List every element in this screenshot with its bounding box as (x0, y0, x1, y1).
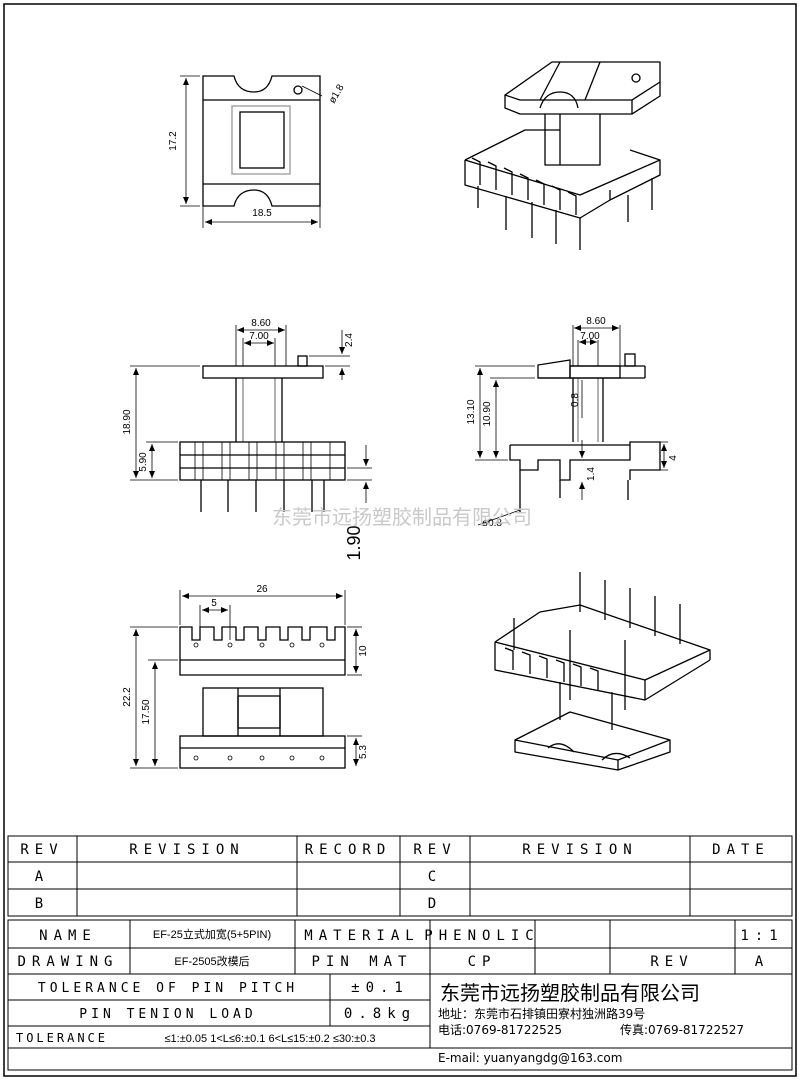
material-label: MATERIAL (304, 928, 419, 944)
bottom-view (130, 590, 362, 769)
dim-front-base: 5.90 (138, 452, 149, 472)
material-value: PHENOLIC (424, 928, 539, 944)
rev-label: REV (650, 954, 693, 970)
dim-bottom-total: 22.2 (122, 687, 133, 707)
revision-table (7, 835, 793, 917)
dim-side-pin-dia: ø0.8 (482, 518, 502, 529)
dim-front-pin: 1.90 (344, 525, 364, 560)
rev-row-c: C (428, 869, 442, 885)
rev-row-d: D (428, 896, 442, 912)
rev-header-right: REV (413, 842, 456, 858)
dim-bottom-top-h: 10 (358, 645, 369, 657)
dim-front-inner: 7.00 (249, 331, 269, 342)
date-header-right: DATE (712, 842, 770, 858)
pin-tenion-value: 0.8kg (344, 1006, 416, 1022)
company-address: 地址：东莞市石排镇田寮村独洲路39号 (438, 1006, 645, 1021)
name-label: NAME (39, 928, 97, 944)
pin-tenion-label: PIN TENION LOAD (79, 1007, 256, 1022)
revision-header-right: REVISION (522, 842, 637, 858)
dim-bottom-base: 5.3 (358, 745, 369, 759)
dim-bottom-pitch: 5 (211, 598, 217, 609)
watermark: 东莞市远扬塑胶制品有限公司 (272, 505, 532, 529)
rev-value: A (755, 954, 769, 970)
isometric-view-lower (494, 572, 711, 771)
company-name: 东莞市远扬塑胶制品有限公司 (440, 981, 700, 1005)
dim-front-outer: 8.60 (251, 318, 271, 329)
dim-top-width: 18.5 (252, 208, 272, 219)
rev-row-a: A (35, 869, 49, 885)
front-view (130, 325, 372, 512)
dim-side-base: 4 (668, 455, 679, 461)
dim-side-inner: 7.00 (580, 331, 600, 342)
pin-mat-label: PIN MAT (311, 954, 412, 970)
drawing-value: EF-2505改模后 (174, 954, 249, 968)
isometric-view-upper (464, 61, 661, 250)
dim-bottom-mid: 17.50 (141, 699, 152, 724)
title-block (7, 919, 793, 1071)
rev-row-b: B (35, 896, 49, 912)
tolerance-label: TOLERANCE (16, 1031, 108, 1045)
dim-side-outer: 8.60 (586, 316, 606, 327)
scale-value: 1:1 (740, 928, 783, 944)
dim-bottom-width: 26 (256, 584, 268, 595)
top-view (180, 75, 323, 228)
dim-side-total: 13.10 (466, 399, 477, 424)
drawing-label: DRAWING (17, 954, 118, 970)
tolerance-values: ≤1:±0.05 1<L≤6:±0.1 6<L≤15:±0.2 ≤30:±0.3 (165, 1033, 376, 1045)
tolerance-pin-label: TOLERANCE OF PIN PITCH (38, 981, 298, 996)
company-phone: 电话:0769-81722525 (438, 1023, 562, 1037)
record-header-left: RECORD (305, 842, 392, 858)
dim-side-pin-step: 1.4 (586, 467, 597, 481)
revision-header-left: REVISION (129, 842, 244, 858)
dim-front-flange: 2.4 (344, 333, 355, 347)
sheet-border (3, 3, 797, 1077)
dim-front-height: 18.90 (122, 409, 133, 434)
dim-side-body: 10.90 (482, 401, 493, 426)
name-value: EF-25立式加宽(5+5PIN) (153, 927, 271, 941)
pin-mat-value: CP (468, 954, 497, 970)
company-email: E-mail: yuanyangdg@163.com (438, 1051, 622, 1065)
dim-top-height: 17.2 (168, 131, 179, 151)
tolerance-pin-value: ±0.1 (351, 980, 409, 996)
rev-header-left: REV (20, 842, 63, 858)
side-view (475, 325, 668, 526)
dim-hole-dia: ø1.8 (327, 82, 347, 105)
company-fax: 传真:0769-81722527 (620, 1022, 744, 1037)
dim-side-slot: 0.8 (570, 393, 581, 407)
